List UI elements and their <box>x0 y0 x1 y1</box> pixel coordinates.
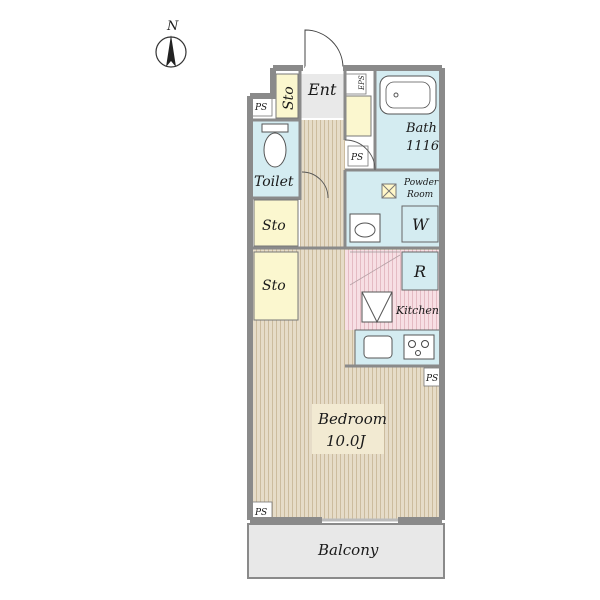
washbasin-icon <box>349 213 381 243</box>
ps-tag-bath: PS <box>350 153 363 163</box>
corridor-floor <box>300 120 345 250</box>
bedroom-label: Bedroom <box>317 410 387 428</box>
entrance-door-swing <box>304 29 344 69</box>
powder-door-swing <box>344 139 376 171</box>
balcony-label: Balcony <box>317 541 379 559</box>
bath-size-label: 1116 <box>406 139 439 154</box>
kitchen-stair-line <box>349 254 401 286</box>
ps-tag-topleft: PS <box>254 103 267 113</box>
light-fixture-icon <box>381 183 397 199</box>
ps-tag-kitchen: PS <box>425 374 438 384</box>
ps-tag-bedroom: PS <box>254 508 267 518</box>
outer-walls <box>247 65 445 523</box>
storage-mid-floor <box>253 199 299 247</box>
bedroom-label-box <box>312 404 384 454</box>
storage-mid-label: Sto <box>262 218 286 234</box>
toilet-bowl-icon <box>261 123 289 168</box>
powder-room-label-1: Powder <box>403 178 439 188</box>
interior-walls <box>252 70 442 368</box>
storage-low-label: Sto <box>262 278 286 294</box>
balcony-floor <box>247 523 445 579</box>
range-hood-icon <box>361 291 393 324</box>
storage-low-floor <box>253 251 299 321</box>
eps-tag: EPS <box>358 75 366 91</box>
sink-icon <box>363 335 393 359</box>
washer-label: W <box>412 215 430 234</box>
north-compass: N <box>155 19 187 68</box>
stove-icon <box>403 334 435 360</box>
powder-room-label-2: Room <box>406 190 433 200</box>
compass-needle-icon <box>166 35 176 67</box>
shoe-closet <box>344 95 372 137</box>
bathtub-icon <box>379 75 437 115</box>
entrance-label: Ent <box>307 80 337 99</box>
washer-space <box>401 205 439 243</box>
refrigerator-label: R <box>413 262 426 281</box>
ps-tag-bath-box <box>347 145 369 167</box>
refrigerator-space <box>401 251 439 291</box>
toilet-label: Toilet <box>254 174 294 190</box>
entrance-floor <box>300 74 345 118</box>
bedroom-size-label: 10.0J <box>326 432 366 450</box>
kitchen-label: Kitchen <box>395 304 439 317</box>
toilet-door-swing <box>301 171 329 199</box>
storage-top-label: Sto <box>281 86 297 110</box>
bath-label: Bath <box>405 121 437 136</box>
compass-label: N <box>166 19 179 34</box>
